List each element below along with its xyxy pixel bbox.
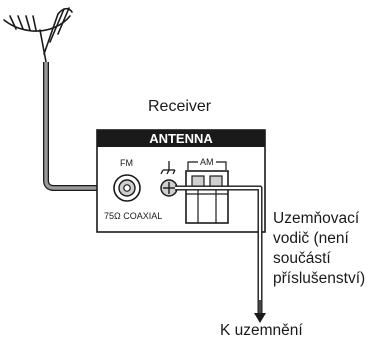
fm-antenna-icon [3, 7, 73, 63]
ground-symbol-icon [160, 161, 176, 175]
ground-screw-terminal [160, 179, 178, 197]
fm-antenna-cable [43, 62, 118, 191]
arrow-down-icon [254, 300, 266, 323]
fm-label: FM [120, 158, 133, 168]
receiver-label: Receiver [148, 98, 212, 115]
antenna-panel-header [97, 130, 265, 147]
fm-coaxial-jack [113, 174, 141, 202]
ground-wire-label-line-1: Uzemňovací [273, 210, 360, 227]
ground-wire-label-line-2: vodič (není [273, 230, 349, 247]
ground-wire-label-line-4: příslušenství) [273, 270, 366, 287]
am-label: AM [198, 157, 216, 167]
antenna-panel-title: ANTENNA [149, 131, 213, 146]
to-ground-label: K uzemnění [220, 322, 303, 339]
ground-wire-label-line-3: součástí [273, 250, 331, 267]
am-terminal [185, 161, 229, 224]
coaxial-label: 75Ω COAXIAL [104, 211, 163, 221]
ground-wire [175, 185, 263, 318]
